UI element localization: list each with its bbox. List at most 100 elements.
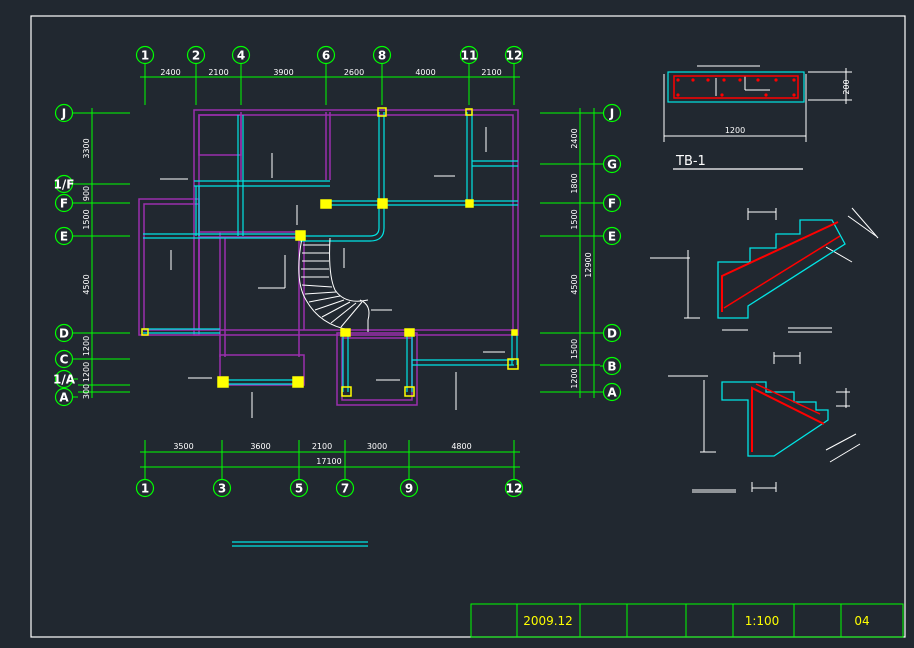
axis-bubble-bottom-1: 1	[135, 478, 155, 498]
axis-bubble-right-B: B	[602, 356, 622, 376]
axis-bubble-top-6: 6	[316, 45, 336, 65]
svg-text:8: 8	[378, 49, 386, 63]
axis-bubble-left-F: F	[54, 193, 74, 213]
axis-bubble-top-2: 2	[186, 45, 206, 65]
spiral-staircase	[298, 237, 370, 332]
axis-bubble-left-1/A: 1/A	[53, 369, 76, 389]
axis-bubble-right-D: D	[602, 323, 622, 343]
right-dim-5: 1200	[570, 368, 579, 388]
bottom-dim-0: 3500	[173, 442, 193, 451]
axis-bubble-top-4: 4	[231, 45, 251, 65]
axis-bubble-top-12: 12	[504, 45, 524, 65]
left-dim-1: 900	[82, 186, 91, 201]
title-block: 2009.12 1:100 04	[470, 603, 904, 638]
top-dim-1: 2100	[208, 68, 228, 77]
right-dim-1: 1800	[570, 173, 579, 193]
right-total-dim: 12900	[584, 252, 593, 277]
stair-section-detail-2	[668, 352, 861, 493]
left-dim-2: 1500	[82, 209, 91, 229]
svg-text:1: 1	[141, 49, 149, 63]
svg-text:200: 200	[842, 79, 851, 94]
right-dim-0: 2400	[570, 128, 579, 148]
svg-text:3: 3	[218, 482, 226, 496]
svg-text:F: F	[60, 197, 68, 211]
left-dim-0: 3300	[82, 138, 91, 158]
axis-bubble-left-E: E	[54, 226, 74, 246]
axis-bubble-right-G: G	[602, 154, 622, 174]
title-sheet: 04	[854, 614, 869, 628]
top-dimension-texts: 2400 2100 3900 2600 4000 2100	[160, 68, 501, 77]
bottom-dimension-texts: 3500 3600 2100 3000 4800	[173, 442, 471, 451]
svg-text:J: J	[61, 107, 66, 121]
beam-section-detail: 1200 200 TB-1	[663, 65, 852, 170]
svg-text:E: E	[60, 230, 68, 244]
top-dim-4: 4000	[415, 68, 435, 77]
axis-bubble-right-F: F	[602, 193, 622, 213]
svg-text:D: D	[59, 327, 69, 341]
axis-bubble-left-1/F: 1/F	[54, 174, 75, 194]
svg-text:1/F: 1/F	[54, 178, 75, 192]
bottom-dim-4: 4800	[451, 442, 471, 451]
svg-text:7: 7	[341, 482, 349, 496]
svg-text:6: 6	[322, 49, 330, 63]
left-dim-6: 300	[82, 384, 91, 399]
svg-text:11: 11	[461, 49, 478, 63]
svg-text:D: D	[607, 327, 617, 341]
svg-text:1: 1	[141, 482, 149, 496]
axis-bubble-bottom-3: 3	[212, 478, 232, 498]
axis-bubble-bottom-5: 5	[289, 478, 309, 498]
svg-text:E: E	[608, 230, 616, 244]
top-dim-3: 2600	[344, 68, 364, 77]
bottom-dim-2: 2100	[312, 442, 332, 451]
axis-bubble-right-E: E	[602, 226, 622, 246]
axis-bubble-left-D: D	[54, 323, 74, 343]
svg-text:G: G	[607, 158, 617, 172]
axis-bubble-left-C: C	[54, 349, 74, 369]
svg-text:12: 12	[506, 49, 523, 63]
axis-bubble-left-A: A	[54, 387, 74, 407]
svg-text:F: F	[608, 197, 616, 211]
left-dim-3: 4500	[82, 274, 91, 294]
svg-text:A: A	[607, 386, 617, 400]
right-dim-2: 1500	[570, 209, 579, 229]
stair-section-detail-1	[650, 207, 879, 333]
svg-text:A: A	[59, 391, 69, 405]
svg-text:C: C	[60, 353, 69, 367]
svg-text:1200: 1200	[725, 126, 745, 135]
left-dimension-texts: 3300 900 1500 4500 1200 1200 300	[82, 138, 91, 399]
tb-label: TB-1	[675, 154, 706, 169]
bottom-dim-3: 3000	[367, 442, 387, 451]
svg-text:1/A: 1/A	[53, 373, 76, 387]
left-dim-4: 1200	[82, 336, 91, 356]
svg-text:9: 9	[405, 482, 413, 496]
svg-text:B: B	[607, 360, 616, 374]
svg-text:J: J	[609, 107, 614, 121]
left-dim-5: 1200	[82, 362, 91, 382]
top-dim-5: 2100	[481, 68, 501, 77]
right-dimension-texts: 2400 1800 1500 4500 1500 1200	[570, 128, 579, 388]
bottom-dim-1: 3600	[250, 442, 270, 451]
axis-bubble-right-J: J	[602, 103, 622, 123]
svg-text:12: 12	[506, 482, 523, 496]
axis-bubble-top-11: 11	[459, 45, 479, 65]
drawing-frame	[30, 15, 906, 638]
axis-bubble-bottom-7: 7	[335, 478, 355, 498]
title-date: 2009.12	[523, 614, 573, 628]
axis-bubble-top-1: 1	[135, 45, 155, 65]
axis-bubble-bottom-9: 9	[399, 478, 419, 498]
axis-bubble-bottom-12: 12	[504, 478, 524, 498]
axis-bubble-top-8: 8	[372, 45, 392, 65]
title-scale: 1:100	[745, 614, 780, 628]
bottom-total-dim: 17100	[316, 457, 341, 466]
svg-text:4: 4	[237, 49, 245, 63]
top-dim-0: 2400	[160, 68, 180, 77]
right-dim-3: 4500	[570, 274, 579, 294]
right-dim-4: 1500	[570, 339, 579, 359]
axis-bubble-left-J: J	[54, 103, 74, 123]
top-dim-2: 3900	[273, 68, 293, 77]
svg-text:5: 5	[295, 482, 303, 496]
svg-text:2: 2	[192, 49, 200, 63]
